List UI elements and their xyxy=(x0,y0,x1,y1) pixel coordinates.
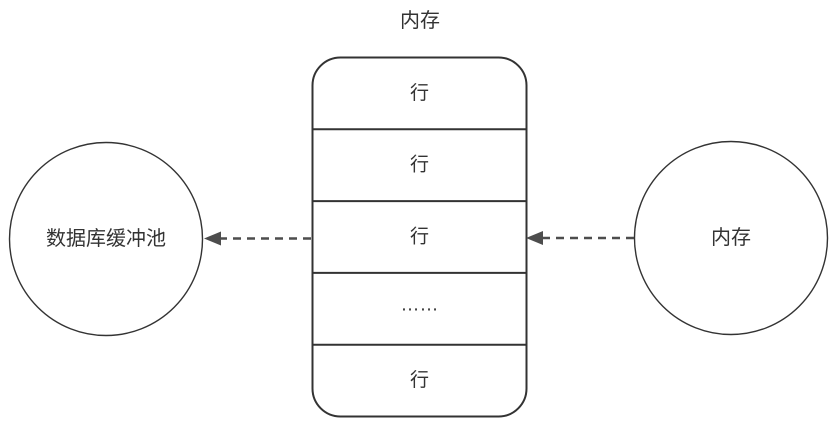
table-row-label-2: 行 xyxy=(410,154,429,176)
memory-node-label: 内存 xyxy=(711,226,751,249)
table-row-label-5: 行 xyxy=(410,369,429,391)
arrowhead-left-icon xyxy=(204,231,221,246)
memory-node: 内存 xyxy=(633,140,829,336)
buffer-pool-circle xyxy=(8,141,204,337)
table-row-label-4: …… xyxy=(401,295,439,316)
memory-circle xyxy=(633,140,829,336)
table-row-label-1: 行 xyxy=(410,82,429,104)
diagram-title: 内存 xyxy=(400,9,440,32)
buffer-pool-node: 数据库缓冲池 xyxy=(8,141,204,337)
memory-table-outline xyxy=(311,56,528,418)
arrowhead-left-icon xyxy=(526,231,543,245)
memory-table: 行 行 行 …… 行 xyxy=(311,56,528,418)
table-row-label-3: 行 xyxy=(410,226,429,248)
buffer-pool-label: 数据库缓冲池 xyxy=(46,227,166,250)
arrow-memory-to-table xyxy=(526,231,634,245)
arrow-table-to-buffer-pool xyxy=(204,231,311,246)
